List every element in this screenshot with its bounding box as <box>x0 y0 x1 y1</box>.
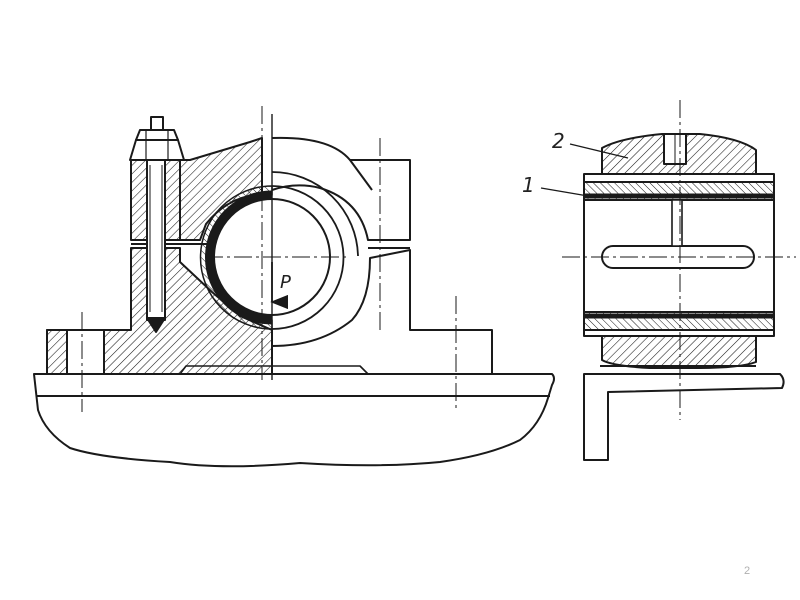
bolt-end <box>150 116 164 131</box>
nut-lower <box>129 139 185 161</box>
leader-1 <box>540 187 589 197</box>
base-lug-section <box>46 329 68 375</box>
support-bracket <box>583 373 785 461</box>
leader-2 <box>569 143 629 159</box>
label-part-2: 2 <box>552 129 565 153</box>
right-base <box>601 335 757 369</box>
nut-upper <box>135 129 179 141</box>
label-part-1: 1 <box>522 173 535 197</box>
base-pad <box>179 365 369 375</box>
foundation-frame <box>33 373 555 468</box>
page-number: 2 <box>744 565 751 577</box>
center-lines-right <box>562 100 796 420</box>
right-view <box>540 100 796 461</box>
bolt-tip <box>146 317 166 333</box>
left-view <box>33 106 555 468</box>
center-lines-left <box>81 106 457 412</box>
cap-outline <box>271 136 411 241</box>
base-outline <box>271 249 493 374</box>
force-label: P <box>280 272 291 293</box>
